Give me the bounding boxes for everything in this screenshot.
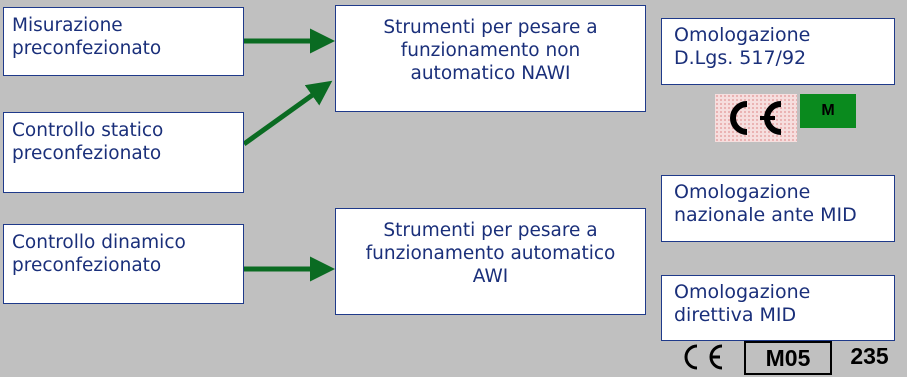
box-controllo-dinamico-preconfezionato: Controllo dinamico preconfezionato [3, 224, 244, 304]
box-omologazione-mid: Omologazione direttiva MID [661, 275, 895, 341]
ce-mark-mid-icon [684, 344, 723, 370]
notified-body-number: 235 [850, 343, 889, 369]
arrow-statico-to-nawi [242, 80, 333, 147]
m-metrology-mark: M [800, 94, 856, 128]
ce-mark-icon [715, 94, 797, 142]
box-strumenti-nawi: Strumenti per pesare a funzionamento non… [335, 5, 646, 112]
box-omologazione-nazionale: Omologazione nazionale ante MID [661, 175, 895, 242]
box-strumenti-awi: Strumenti per pesare a funzionamento aut… [335, 208, 646, 315]
box-controllo-statico-preconfezionato: Controllo statico preconfezionato [3, 112, 244, 193]
box-omologazione-dlgs: Omologazione D.Lgs. 517/92 [661, 18, 895, 85]
mid-metrology-code: M05 [744, 341, 832, 375]
box-misurazione-preconfezionato: Misurazione preconfezionato [3, 7, 244, 76]
